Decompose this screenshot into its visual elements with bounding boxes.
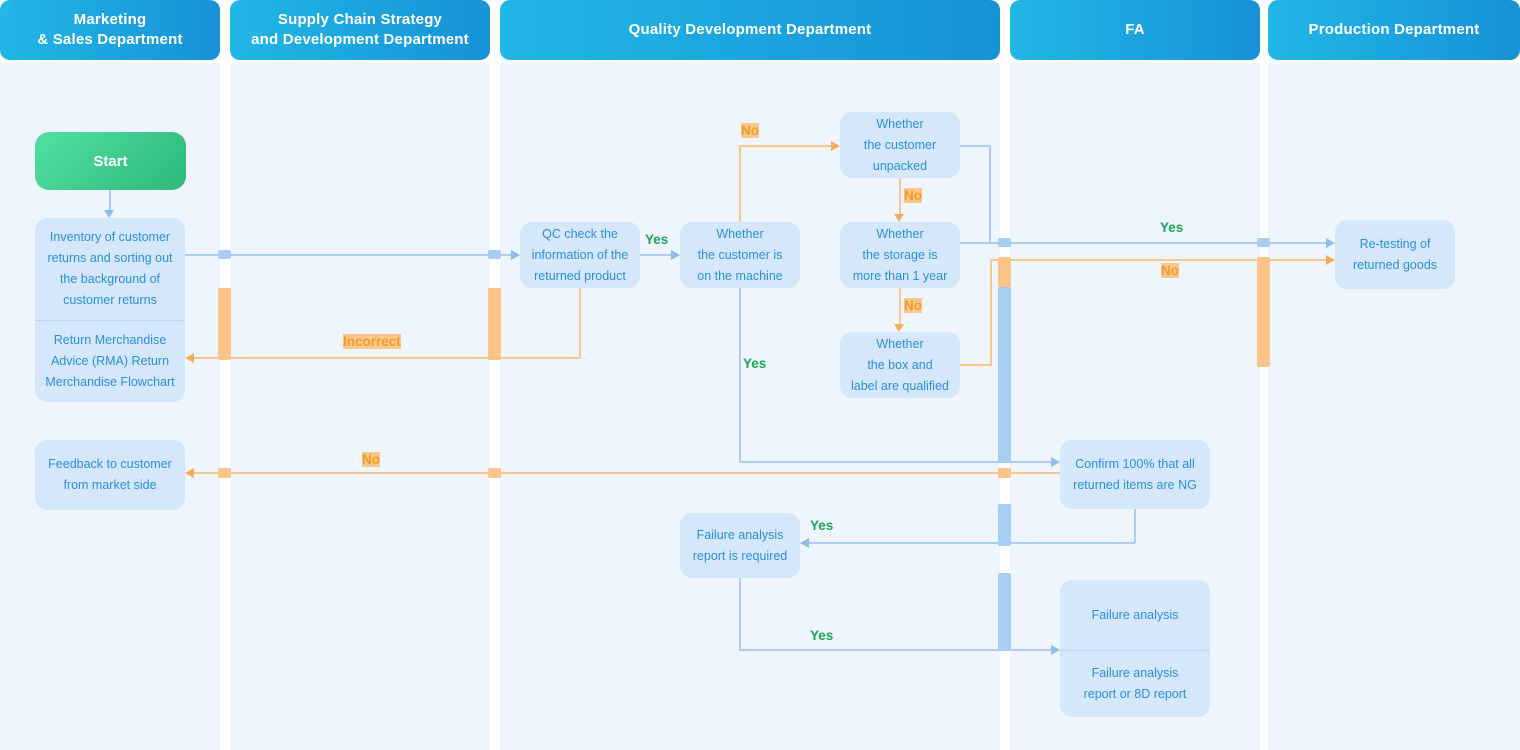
lane-header-quality-development[interactable]: Quality Development Department xyxy=(500,0,1000,60)
bridge-gap3-orange-small xyxy=(998,468,1011,478)
edge-label-machine-no: No xyxy=(741,123,759,138)
edge-unpacked-yes-h xyxy=(960,145,990,147)
node-fa-report-8d[interactable]: Failure analysis report or 8D report xyxy=(1060,650,1210,717)
edge-boxlabel-to-retest xyxy=(991,259,1327,261)
edge-confirm-to-feedback xyxy=(193,472,1060,474)
edge-label-machine-yes: Yes xyxy=(743,356,767,371)
edge-label-report-yes: Yes xyxy=(810,518,834,533)
node-customer-on-machine[interactable]: Whether the customer is on the machine xyxy=(680,222,800,288)
node-storage-more-than-1-year[interactable]: Whether the storage is more than 1 year xyxy=(840,222,960,288)
node-inventory-rma-group[interactable]: Inventory of customer returns and sortin… xyxy=(35,218,185,402)
edge-label-storage-no: No xyxy=(904,298,922,313)
edge-label-incorrect: Incorrect xyxy=(343,334,401,349)
lane-header-marketing-sales[interactable]: Marketing & Sales Department xyxy=(0,0,220,60)
node-feedback-to-customer[interactable]: Feedback to customer from market side xyxy=(35,440,185,510)
arrowhead-to-report xyxy=(800,538,809,548)
arrowhead-to-retest-blue xyxy=(1326,238,1335,248)
lane-header-supply-chain[interactable]: Supply Chain Strategy and Development De… xyxy=(230,0,490,60)
arrowhead-start-to-inventory xyxy=(104,210,114,218)
node-start[interactable]: Start xyxy=(35,132,186,190)
node-failure-analysis[interactable]: Failure analysis xyxy=(1091,607,1179,622)
arrowhead-to-rma xyxy=(185,353,194,363)
bridge-gap3-blue-mid xyxy=(998,504,1011,546)
node-qc-check[interactable]: QC check the information of the returned… xyxy=(520,222,640,288)
arrowhead-to-feedback xyxy=(185,468,194,478)
bridge-gap4-orange-tall xyxy=(1257,257,1270,367)
edge-unpacked-yes-v xyxy=(989,145,991,243)
edge-boxlabel-no-v xyxy=(990,259,992,365)
lane-supply-chain xyxy=(230,63,490,750)
edge-storage-to-retest xyxy=(960,242,1327,244)
bridge-gap2-blue xyxy=(488,250,501,259)
arrowhead-to-retest-orange xyxy=(1326,255,1335,265)
bridge-gap4-blue-small xyxy=(1257,238,1270,247)
node-box-label-qualified[interactable]: Whether the box and label are qualified xyxy=(840,332,960,398)
arrowhead-qc-to-machine xyxy=(671,250,680,260)
bridge-gap1-orange-small xyxy=(218,468,231,478)
arrowhead-inventory-to-qc xyxy=(511,250,520,260)
lane-production xyxy=(1268,63,1520,750)
bridge-gap3-orange xyxy=(998,257,1011,287)
edge-label-retest-no: No xyxy=(1161,263,1179,278)
arrowhead-to-fa xyxy=(1051,645,1060,655)
arrowhead-to-unpacked xyxy=(831,141,840,151)
edge-machine-to-unpacked xyxy=(739,145,832,147)
node-failure-analysis-group[interactable]: Failure analysis Failure analysis report… xyxy=(1060,580,1210,717)
lane-header-fa[interactable]: FA xyxy=(1010,0,1260,60)
edge-report-to-fa xyxy=(739,649,1052,651)
lane-header-production[interactable]: Production Department xyxy=(1268,0,1520,60)
node-retest-returned-goods[interactable]: Re-testing of returned goods xyxy=(1335,220,1455,289)
bridge-gap1-blue xyxy=(218,250,231,259)
edge-label-fa-yes: Yes xyxy=(810,628,834,643)
node-confirm-100-ng[interactable]: Confirm 100% that all returned items are… xyxy=(1060,440,1210,509)
edge-machine-yes-v xyxy=(739,288,741,462)
node-fa-report-required[interactable]: Failure analysis report is required xyxy=(680,513,800,578)
node-inventory[interactable]: Inventory of customer returns and sortin… xyxy=(47,230,173,307)
edge-start-to-inventory xyxy=(109,190,111,211)
node-rma-flowchart[interactable]: Return Merchandise Advice (RMA) Return M… xyxy=(35,320,185,402)
bridge-gap2-orange-small xyxy=(488,468,501,478)
node-customer-unpacked[interactable]: Whether the customer unpacked xyxy=(840,112,960,178)
edge-label-retest-yes: Yes xyxy=(1160,220,1184,235)
bridge-gap3-blue-small xyxy=(998,238,1011,247)
edge-label-unpacked-no: No xyxy=(904,188,922,203)
arrowhead-to-boxlabel xyxy=(894,324,904,332)
bridge-gap2-orange-tall xyxy=(488,288,501,360)
edge-machine-to-confirm xyxy=(739,461,1052,463)
edge-qc-incorrect-v xyxy=(579,288,581,358)
edge-inventory-to-qc xyxy=(185,254,512,256)
edge-confirm-yes-v xyxy=(1134,509,1136,543)
edge-qc-to-machine xyxy=(640,254,672,256)
edge-confirm-to-report xyxy=(808,542,1135,544)
edge-qc-to-rma xyxy=(193,357,580,359)
edge-machine-no-v xyxy=(739,146,741,222)
arrowhead-to-storage xyxy=(894,214,904,222)
arrowhead-to-confirm xyxy=(1051,457,1060,467)
edge-label-qc-yes: Yes xyxy=(645,232,669,247)
bridge-gap1-orange-tall xyxy=(218,288,231,360)
edge-boxlabel-no-h1 xyxy=(960,364,992,366)
edge-report-yes-v xyxy=(739,578,741,650)
bridge-gap3-blue-tall xyxy=(998,287,1011,463)
edge-unpacked-to-storage xyxy=(899,178,901,214)
edge-storage-to-boxlabel xyxy=(899,288,901,324)
edge-label-feedback-no: No xyxy=(362,452,380,467)
bridge-gap3-blue-low xyxy=(998,573,1011,651)
